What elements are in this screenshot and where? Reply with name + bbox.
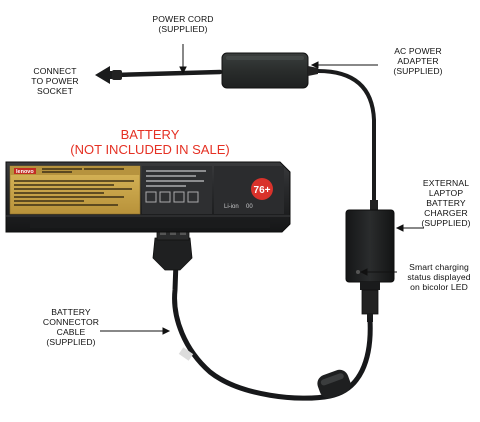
smart-charging-label: Smart charging status displayed on bicol… bbox=[407, 262, 471, 292]
connect-socket-label: CONNECT TO POWER SOCKET bbox=[31, 66, 79, 96]
laptop-battery: 76+ Li-ion 00 lenovo bbox=[5, 161, 291, 233]
external-charger-label: EXTERNAL LAPTOP BATTERY CHARGER (SUPPLIE… bbox=[421, 178, 471, 228]
battery-recycle-code: 00 bbox=[246, 204, 253, 210]
status-led bbox=[356, 270, 360, 274]
cable-tag bbox=[178, 347, 194, 361]
charger-dc-input bbox=[370, 200, 378, 212]
battery-sticker bbox=[251, 178, 273, 200]
adapter-to-charger-cable bbox=[317, 69, 376, 212]
ferrite-core bbox=[317, 369, 351, 399]
plug-arrow-icon bbox=[95, 66, 118, 84]
power-cord-label: POWER CORD (SUPPLIED) bbox=[152, 14, 214, 34]
power-cord bbox=[95, 66, 223, 84]
battery-connector-plug bbox=[152, 227, 193, 271]
ac-power-adapter bbox=[221, 52, 318, 89]
pointer-arrows bbox=[100, 44, 424, 335]
charger-output-cable bbox=[172, 259, 373, 401]
battery-connector-label: BATTERY CONNECTOR CABLE (SUPPLIED) bbox=[42, 307, 100, 347]
battery-brand-text: lenovo bbox=[16, 169, 34, 175]
ac-adapter-label: AC POWER ADAPTER (SUPPLIED) bbox=[393, 46, 443, 76]
external-charger bbox=[345, 209, 395, 322]
battery-sticker-text: 76+ bbox=[254, 185, 271, 196]
battery-title: BATTERY (NOT INCLUDED IN SALE) bbox=[70, 127, 230, 157]
battery-chem-text: Li-ion bbox=[224, 204, 239, 210]
